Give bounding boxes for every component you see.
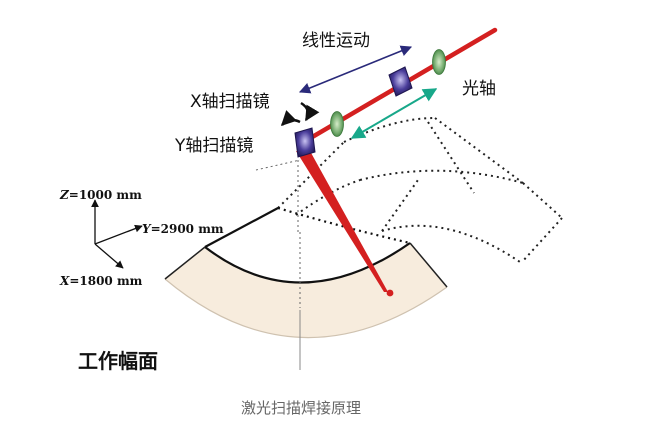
- work-plane-label: 工作幅面: [78, 349, 158, 373]
- x-axis-value: =1800 mm: [69, 274, 143, 288]
- lens-upper: [432, 49, 446, 75]
- x-scanner-label: X轴扫描镜: [190, 92, 270, 112]
- z-axis-value: =1000 mm: [68, 188, 142, 202]
- laser-spot: [386, 289, 394, 297]
- x-axis-line: [94, 243, 124, 269]
- y-axis-value: =2900 mm: [150, 222, 224, 236]
- y-axis-line: [94, 224, 143, 245]
- z-axis-name: Z: [60, 188, 69, 202]
- y-axis-label: Y=2900 mm: [142, 222, 224, 236]
- y-scanner-label: Y轴扫描镜: [175, 136, 254, 156]
- x-rotation-arrow: [300, 101, 320, 122]
- optical-axis-label: 光轴: [462, 79, 496, 99]
- linear-motion-arrow: [298, 45, 413, 94]
- shifted-work-surface-outline: [277, 117, 563, 263]
- work-surface: [164, 206, 448, 370]
- x-axis-name: X: [60, 274, 70, 288]
- y-scan-mirror: [294, 127, 316, 158]
- y-rotation-arrow: [280, 110, 301, 127]
- x-axis-label: X=1800 mm: [60, 274, 142, 288]
- construction-lines: [255, 159, 301, 308]
- linear-motion-label: 线性运动: [302, 31, 370, 51]
- y-axis-name: Y: [142, 222, 151, 236]
- lens-lower: [330, 111, 344, 137]
- coordinate-axes: [91, 199, 143, 269]
- z-axis-label: Z=1000 mm: [60, 188, 142, 202]
- optical-axis-arrow: [350, 88, 438, 139]
- figure-caption: 激光扫描焊接原理: [241, 399, 362, 417]
